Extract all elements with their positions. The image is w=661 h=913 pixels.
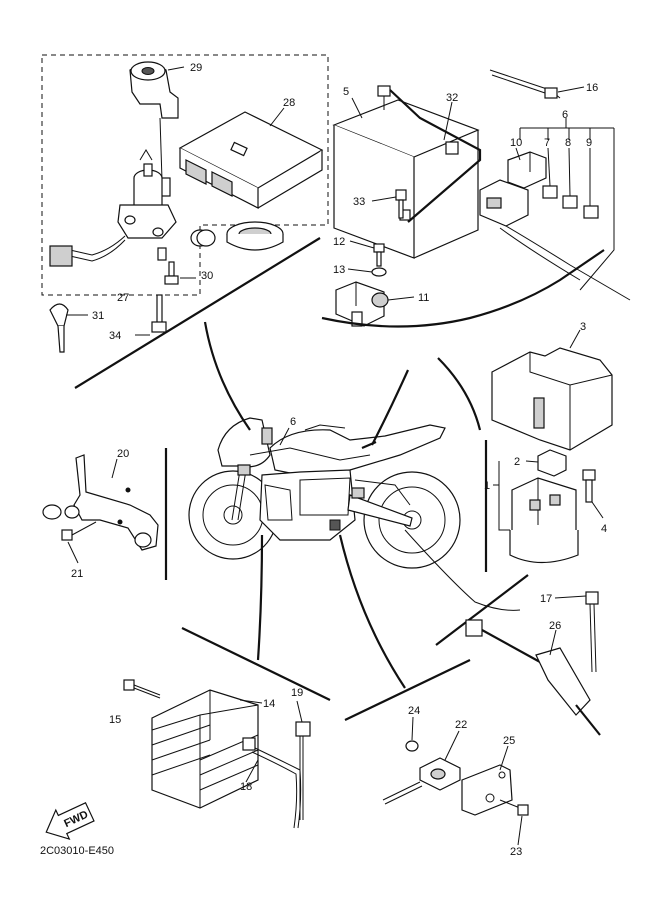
fuse-group: [479, 69, 631, 301]
part-4-bolt: [582, 469, 596, 503]
callout-18: 18: [240, 781, 252, 793]
part-20-bracket: [42, 454, 159, 551]
callout-17: 17: [540, 593, 552, 605]
main-switch: [49, 149, 177, 267]
part-30-bolt: [164, 261, 196, 285]
fwd-arrow-icon: FWD: [45, 801, 95, 840]
callout-16: 16: [586, 82, 598, 94]
part-21-screw: [61, 521, 97, 541]
callout-11: 11: [418, 292, 429, 304]
callout-8: 8: [565, 137, 571, 149]
callout-12: 12: [333, 236, 345, 248]
part-5-battery: [332, 85, 482, 259]
callout-6-top: 6: [562, 109, 568, 121]
callout-21: 21: [71, 568, 83, 580]
callout-19: 19: [291, 687, 303, 699]
part-33-screw: [395, 189, 407, 219]
part-25-plate: [461, 764, 513, 816]
callout-33: 33: [353, 196, 365, 208]
motorcycle: [188, 417, 461, 569]
callout-23: 23: [510, 846, 522, 858]
callout-31: 31: [92, 310, 104, 322]
part-28-ecu: [178, 111, 324, 209]
part-31-key: [49, 303, 88, 353]
callout-4: 4: [601, 523, 607, 535]
diagram-code: 2C03010-E450: [40, 845, 114, 857]
part-1-relay: [509, 477, 579, 564]
callout-27: 27: [117, 292, 129, 304]
part-19-clamp: [295, 721, 311, 820]
part-13-washer: [371, 267, 387, 277]
callout-34: 34: [109, 330, 121, 342]
callout-5: 5: [343, 86, 349, 98]
part-17-tie: [585, 591, 599, 673]
callout-24: 24: [408, 705, 420, 717]
callout-13: 13: [333, 264, 345, 276]
leader-lines: [67, 66, 604, 846]
callout-1: 1: [484, 480, 490, 492]
callout-25: 25: [503, 735, 515, 747]
callout-30: 30: [201, 270, 213, 282]
part-26-sensor: [465, 619, 601, 736]
callout-9: 9: [586, 137, 592, 149]
callout-7: 7: [544, 137, 550, 149]
part-3-cover: [491, 347, 613, 451]
callout-6-bike: 6: [290, 416, 296, 428]
callout-2: 2: [514, 456, 520, 468]
callout-10: 10: [510, 137, 522, 149]
part-24-collar: [405, 740, 419, 752]
callout-29: 29: [190, 62, 202, 74]
part-2-fuse: [537, 449, 567, 477]
part-22-sensor: [382, 757, 461, 805]
callout-26: 26: [549, 620, 561, 632]
section-dividers: [74, 237, 605, 721]
part-15-bolt: [123, 679, 161, 699]
callout-15: 15: [109, 714, 121, 726]
part-23-screw: [499, 799, 529, 816]
part-12-screw: [373, 243, 385, 267]
lock-parts: [190, 221, 284, 251]
callout-22: 22: [455, 719, 467, 731]
part-11-starter-relay: [335, 281, 389, 327]
callout-28: 28: [283, 97, 295, 109]
callout-20: 20: [117, 448, 129, 460]
callout-3: 3: [580, 321, 586, 333]
part-34-bolt: [135, 294, 167, 336]
callout-labels: 29 28 5 32 16 6 10 7 8 9 33 12 13 11 30 …: [40, 62, 607, 858]
callout-14: 14: [263, 698, 275, 710]
callout-32: 32: [446, 92, 458, 104]
ignition-group: [41, 54, 329, 296]
